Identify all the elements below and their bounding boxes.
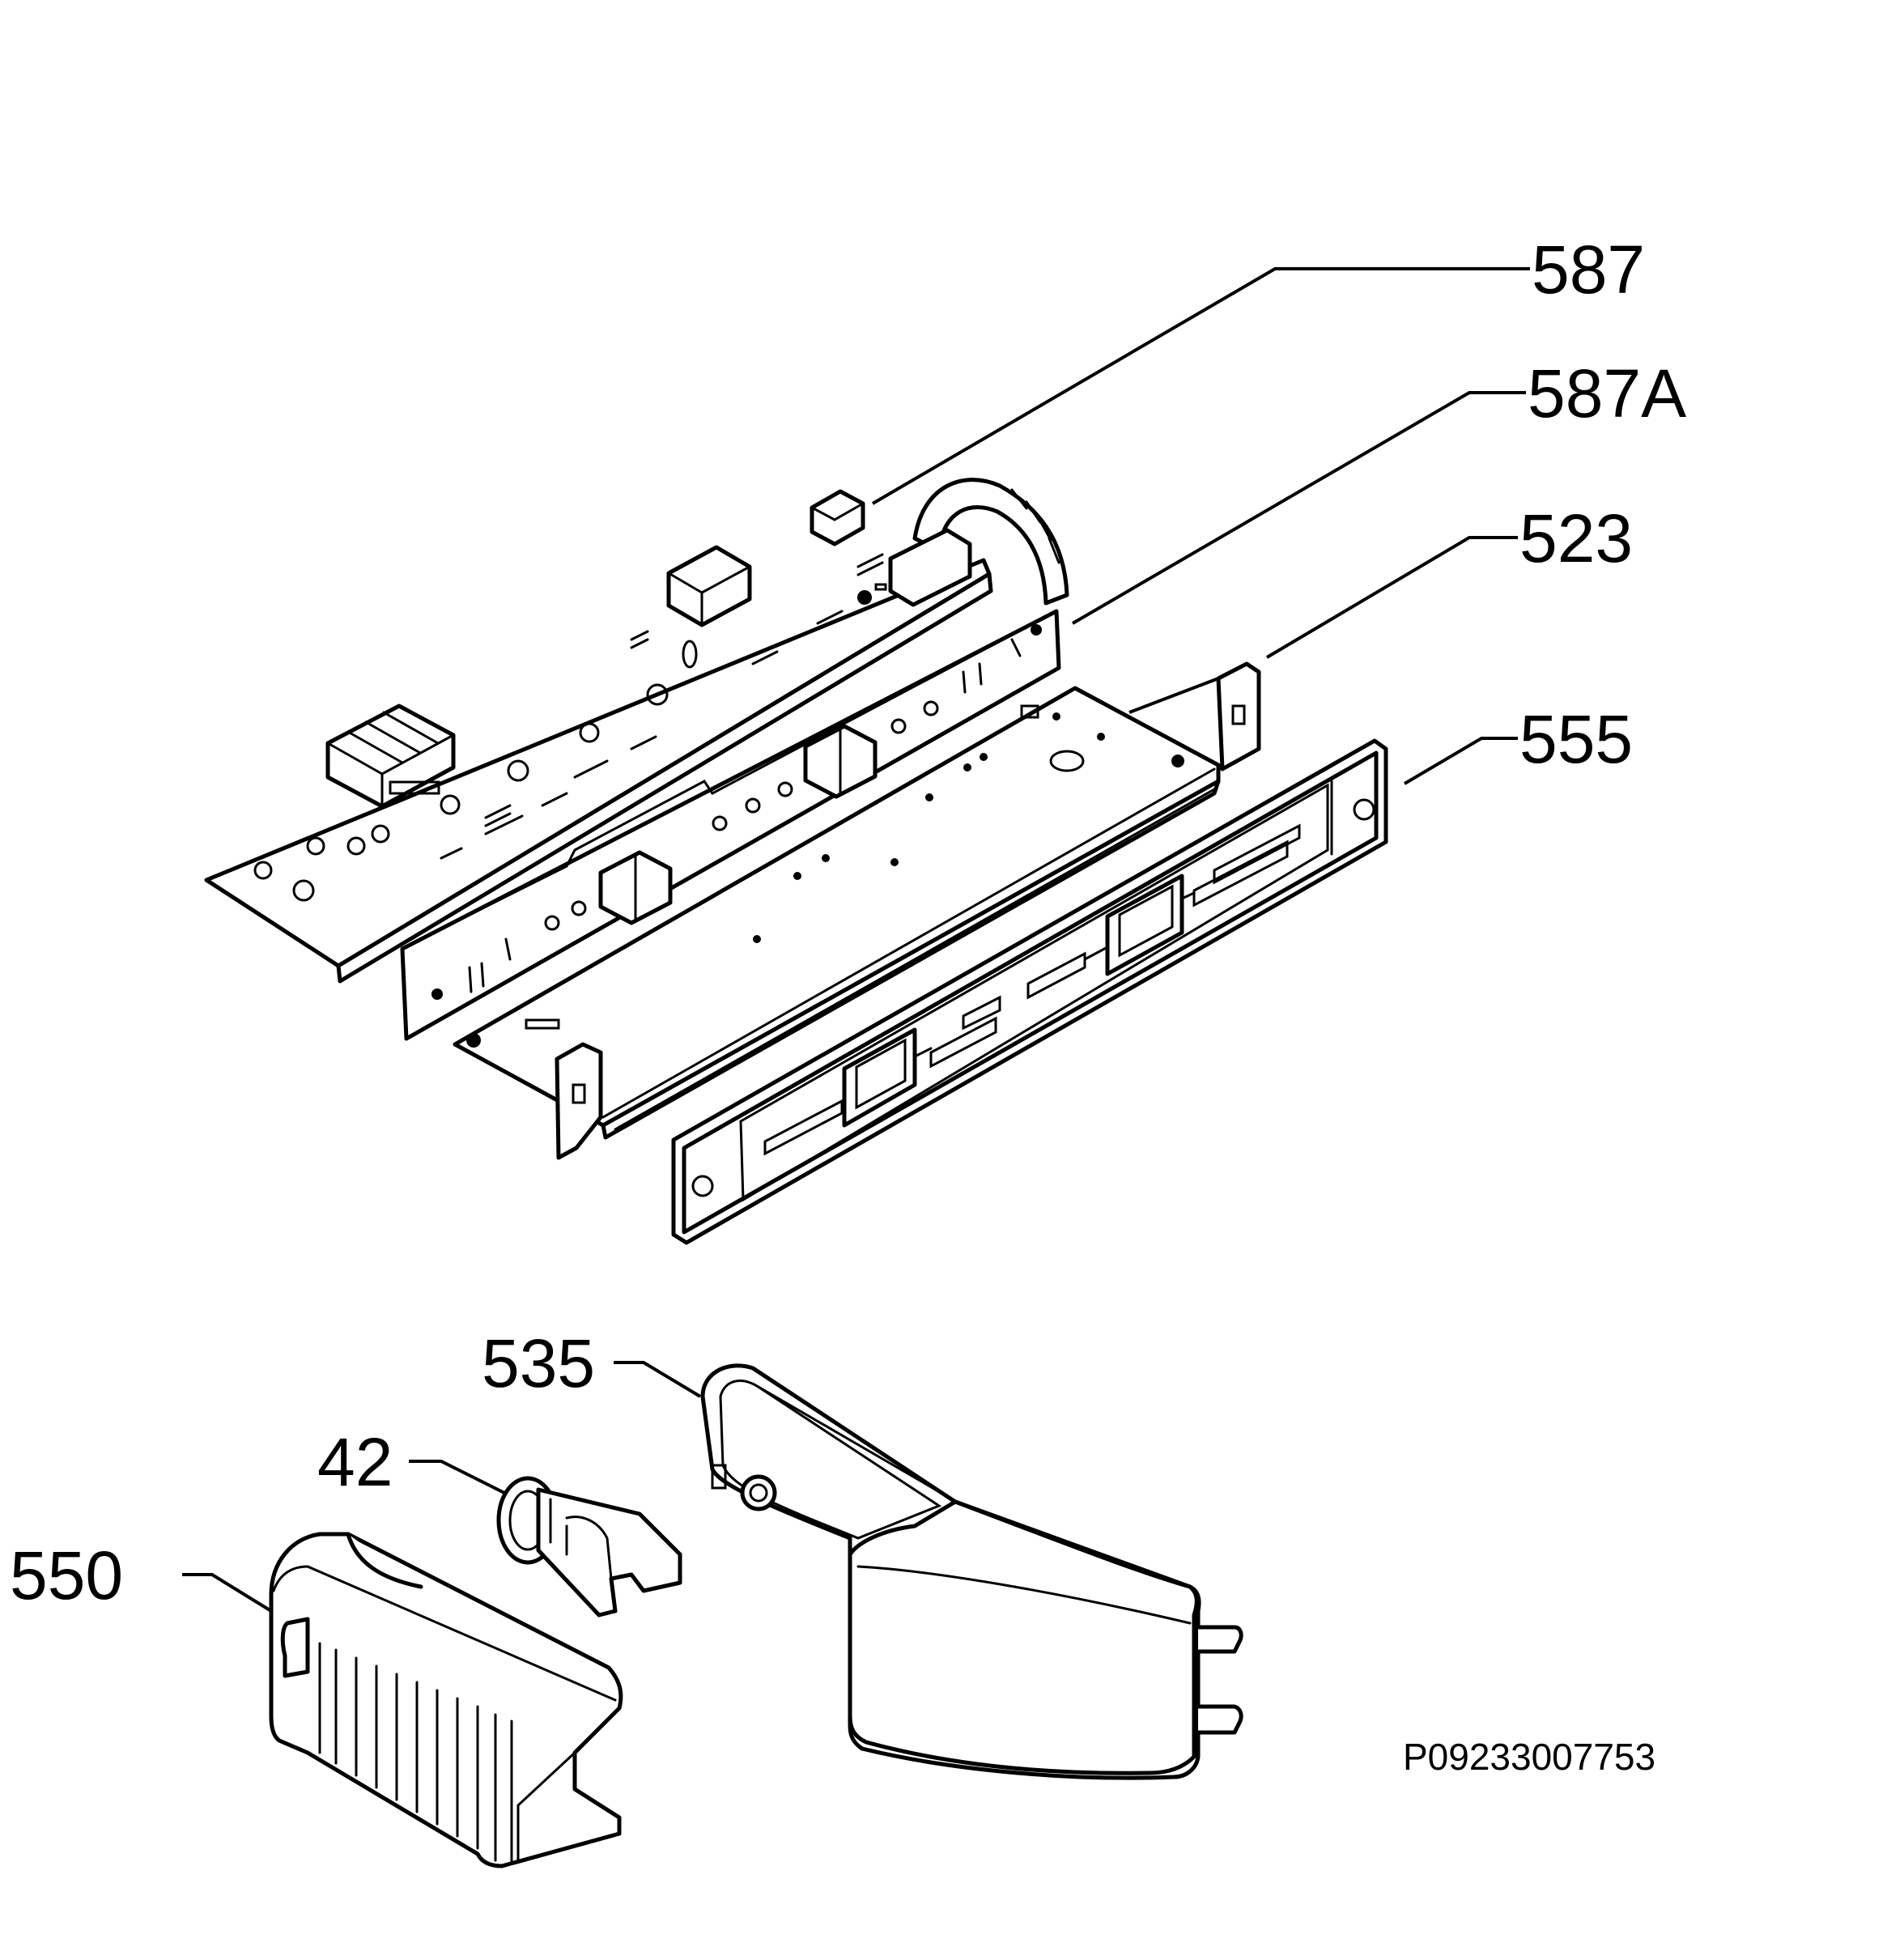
- pcb-terminal-block: [325, 704, 456, 809]
- pcb-ribbon-cable: [888, 478, 1069, 607]
- leader-555: [1403, 737, 1518, 785]
- part-555-front-panel: [671, 738, 1388, 1245]
- callout-labels: 587 587A 523 555 535 42 550 P09233007753: [10, 232, 1686, 1778]
- callout-42: 42: [317, 1424, 393, 1500]
- leader-587: [871, 267, 1530, 505]
- display-digit-block-right: [803, 724, 878, 799]
- leader-587a: [1071, 391, 1526, 625]
- part-550-lamp-cover: [269, 1532, 623, 1868]
- leader-lines: [182, 267, 1530, 1613]
- leader-535: [614, 1361, 702, 1398]
- callout-550: 550: [10, 1537, 123, 1613]
- panel-display-window-left: [842, 1027, 917, 1128]
- leader-523b: [1128, 677, 1219, 714]
- callout-587: 587: [1532, 232, 1645, 308]
- part-587-pcb: [204, 478, 1069, 984]
- part-587a-display-pcb: [400, 609, 1061, 1041]
- leader-550: [182, 1573, 273, 1613]
- callout-523: 523: [1519, 500, 1633, 576]
- pcb-components: [253, 553, 887, 902]
- panel-display-window-right: [1105, 874, 1184, 976]
- part-42-lamp-socket: [496, 1476, 682, 1618]
- part-535-lamp-housing: [700, 1363, 1243, 1780]
- pcb-top-connector: [810, 489, 865, 546]
- bracket-right-tab: [1216, 661, 1261, 772]
- panel-button-slots: [763, 823, 1301, 1156]
- leader-523: [1265, 536, 1518, 659]
- part-523-bracket: [453, 661, 1261, 1160]
- callout-535: 535: [482, 1325, 595, 1401]
- reference-code: P09233007753: [1403, 1736, 1655, 1778]
- display-leds: [431, 624, 1042, 1000]
- leader-42: [409, 1460, 507, 1495]
- bracket-left-tab: [555, 1042, 603, 1160]
- callout-587a: 587A: [1528, 355, 1686, 431]
- display-digit-block-left: [598, 850, 673, 925]
- lamp-cover-ribs: [318, 1642, 513, 1864]
- lamp-housing-pins: [1196, 1625, 1243, 1735]
- callout-555: 555: [1519, 701, 1633, 777]
- pcb-relay: [666, 545, 752, 627]
